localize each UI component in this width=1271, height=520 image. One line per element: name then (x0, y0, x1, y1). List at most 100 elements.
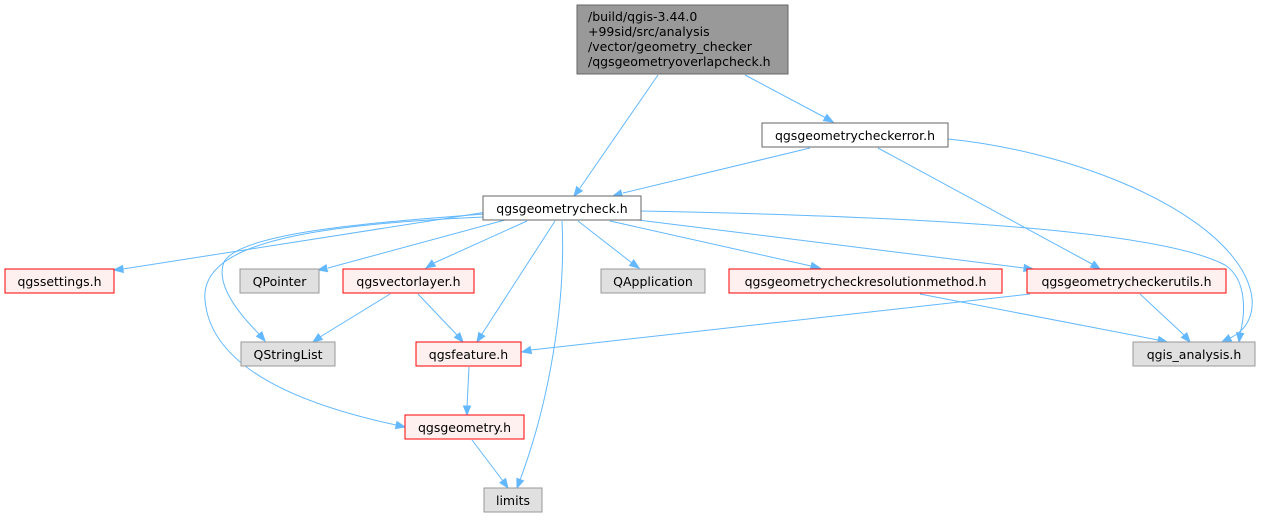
node-qgsfeature-label: qgsfeature.h (429, 347, 508, 362)
node-qpointer-label: QPointer (253, 274, 308, 289)
edge-resolution-to-analysis (919, 293, 1169, 345)
edge-line (577, 220, 633, 264)
edge-arrowhead (476, 331, 486, 344)
edge-line (122, 211, 488, 270)
node-qpointer[interactable]: QPointer (239, 268, 320, 294)
node-qstringlist-label: QStringList (254, 347, 323, 362)
node-qstringlist-box (240, 341, 336, 367)
edge-line (327, 219, 506, 269)
edge-check-to-settings (112, 211, 488, 274)
edge-line (877, 147, 1093, 265)
node-qgssettings-label: qgssettings.h (17, 274, 101, 289)
node-root-qgsgeometryoverlapcheck[interactable]: /build/qgis-3.44.0 +99sid/src/analysis /… (576, 4, 789, 75)
edge-arrowhead (112, 264, 124, 274)
edge-check-to-geometry (204, 216, 486, 430)
node-qapplication[interactable]: QApplication (600, 268, 706, 294)
edges-layer (112, 74, 1253, 490)
edge-arrowhead (255, 330, 266, 343)
edge-check-to-checkerutils (637, 219, 1035, 273)
edge-arrowhead (499, 477, 509, 490)
edge-arrowhead (1180, 332, 1191, 344)
edge-geometry-to-limits (471, 439, 509, 490)
node-qpointer-box (239, 268, 320, 294)
edge-vectorlayer-to-qstringlist (311, 293, 391, 343)
edge-check-to-qapplication (577, 220, 641, 269)
edge-root-to-checkerror (744, 74, 835, 123)
edge-root-to-check (573, 74, 659, 198)
node-qgsgeometrycheckresolutionmethod[interactable]: qgsgeometrycheckresolutionmethod.h (728, 268, 1003, 294)
node-qgis-analysis[interactable]: qgis_analysis.h (1132, 341, 1256, 367)
node-qgsgeometrycheckerutils-box (1026, 268, 1227, 294)
edge-checkerror-to-check (611, 147, 811, 198)
edge-arrowhead (424, 259, 437, 269)
edge-arrowhead (628, 259, 641, 269)
edge-check-to-limits (516, 220, 564, 490)
edge-arrowhead (1220, 333, 1233, 343)
node-root-line-3: /vector/geometry_checker (588, 39, 753, 54)
node-qapplication-label: QApplication (613, 274, 693, 289)
node-limits-box (483, 487, 543, 513)
edge-line (609, 220, 812, 267)
edge-line (637, 219, 1025, 269)
edge-checkerror-to-analysis (947, 138, 1253, 343)
edge-arrowhead (516, 477, 525, 490)
edge-line (519, 220, 564, 481)
node-qgsgeometry[interactable]: qgsgeometry.h (404, 414, 525, 440)
edge-line (1139, 293, 1185, 336)
node-qgsgeometrycheckerutils-label: qgsgeometrycheckerutils.h (1041, 274, 1211, 289)
edge-arrowhead (1235, 332, 1245, 344)
node-qgsgeometry-box (404, 414, 525, 440)
node-qgsvectorlayer-label: qgsvectorlayer.h (356, 274, 460, 289)
nodes-layer: /build/qgis-3.44.0 +99sid/src/analysis /… (4, 4, 1256, 513)
node-qgsgeometrycheckerror-label: qgsgeometrycheckerror.h (775, 128, 935, 143)
node-root-box (576, 4, 789, 75)
edge-arrowhead (822, 113, 835, 123)
edge-line (579, 74, 659, 189)
node-qgsgeometrycheckresolutionmethod-label: qgsgeometrycheckresolutionmethod.h (745, 274, 987, 289)
node-root-line-1: /build/qgis-3.44.0 (588, 9, 697, 24)
edge-vectorlayer-to-feature (417, 293, 464, 344)
node-limits-label: limits (496, 493, 530, 508)
edge-checkerror-to-checkerutils (877, 147, 1102, 270)
edge-arrowhead (462, 405, 472, 417)
edge-line (417, 293, 458, 336)
edge-check-to-qpointer (316, 219, 506, 273)
node-limits[interactable]: limits (483, 487, 543, 513)
node-qgsgeometrycheck[interactable]: qgsgeometrycheck.h (482, 195, 642, 221)
node-qgsgeometrycheckerutils[interactable]: qgsgeometrycheckerutils.h (1026, 268, 1227, 294)
edge-arrowhead (394, 420, 407, 430)
node-root-line-2: +99sid/src/analysis (588, 24, 710, 39)
node-qgssettings-box (4, 268, 115, 294)
node-qgsgeometrycheckerror-box (761, 122, 949, 148)
edge-arrowhead (316, 263, 329, 273)
node-qgsgeometry-label: qgsgeometry.h (418, 420, 511, 435)
edge-arrowhead (809, 261, 822, 271)
node-qgsgeometrycheck-label: qgsgeometrycheck.h (496, 201, 627, 216)
edge-feature-to-geometry (462, 366, 472, 417)
edge-line (471, 439, 504, 482)
edge-checkerutils-to-analysis (1139, 293, 1191, 344)
edge-line (433, 220, 528, 264)
node-qgsvectorlayer[interactable]: qgsvectorlayer.h (342, 268, 475, 294)
edge-line (204, 216, 486, 426)
node-qapplication-box (600, 268, 706, 294)
node-qstringlist[interactable]: QStringList (240, 341, 336, 367)
edge-check-to-qstringlist (221, 213, 485, 343)
node-qgis-analysis-box (1132, 341, 1256, 367)
node-root-line-4: /qgsgeometryoverlapcheck.h (588, 54, 771, 69)
node-qgssettings[interactable]: qgssettings.h (4, 268, 115, 294)
node-qgsgeometrycheck-box (482, 195, 642, 221)
node-qgsgeometrycheckerror[interactable]: qgsgeometrycheckerror.h (761, 122, 949, 148)
edge-arrowhead (453, 332, 464, 344)
node-qgsgeometrycheckresolutionmethod-box (728, 268, 1003, 294)
edge-line (622, 147, 811, 194)
edge-arrowhead (311, 333, 324, 343)
edge-line (744, 74, 827, 119)
edge-arrowhead (573, 185, 584, 198)
edge-line (319, 293, 391, 338)
edge-arrowhead (520, 345, 533, 355)
edge-line (947, 138, 1253, 340)
node-qgsfeature[interactable]: qgsfeature.h (415, 341, 522, 367)
edge-line (221, 213, 485, 336)
edge-check-to-resolution (609, 220, 822, 271)
